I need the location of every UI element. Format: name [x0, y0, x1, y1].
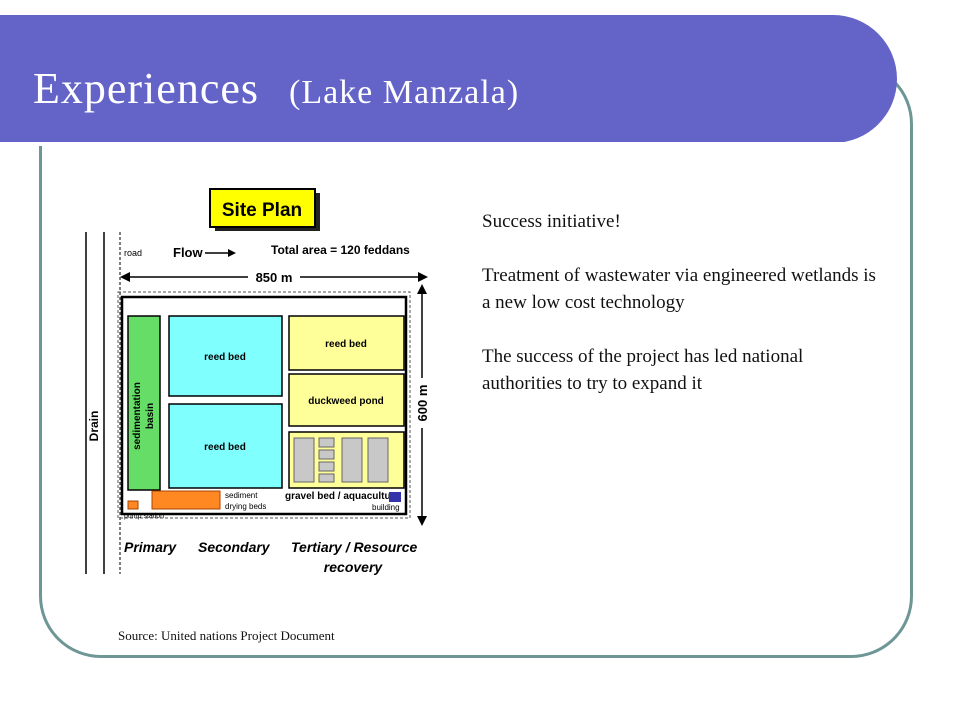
gravel-cell-2b — [318, 449, 335, 460]
reed-bed-top-label: reed bed — [204, 352, 246, 363]
pump-station-label: pump station — [124, 513, 164, 520]
sediment-label-1: sediment — [225, 491, 258, 500]
reed-bed-bottom-label: reed bed — [204, 442, 246, 453]
duckweed-pond — [288, 373, 405, 427]
gravel-cell-4 — [367, 437, 389, 483]
title-subtitle: (Lake Manzala) — [289, 74, 520, 111]
height-arrow-bottom — [417, 516, 427, 526]
duckweed-pond-label: duckweed pond — [308, 396, 384, 407]
paragraph-treatment: Treatment of wastewater via engineered w… — [482, 265, 876, 313]
paragraph-expansion: The success of the project has led natio… — [482, 346, 804, 394]
stage-primary: Primary — [124, 539, 177, 555]
pump-station-marker — [127, 500, 139, 510]
building-label: building — [372, 503, 400, 512]
gravel-cell-2a — [318, 437, 335, 448]
width-arrow-left — [120, 272, 130, 282]
gravel-bed-label: gravel bed / aquaculture — [285, 491, 400, 502]
sedimentation-label-1: sedimentation — [132, 382, 143, 450]
gravel-cell-2c — [318, 461, 335, 472]
reed-bed-tertiary-label: reed bed — [325, 339, 367, 350]
height-arrow-top — [417, 284, 427, 294]
site-plan-badge-label: Site Plan — [222, 200, 302, 221]
sedimentation-label-2: basin — [145, 403, 156, 429]
reed-bed-secondary-top — [168, 315, 283, 397]
slide-title: Experiences (Lake Manzala) — [33, 63, 519, 114]
site-plan-diagram: Site Plan Drain road Flow Total area = 1… — [80, 186, 442, 578]
road-label: road — [124, 248, 142, 258]
width-label-bg — [248, 268, 300, 285]
site-plan-badge — [209, 188, 316, 228]
source-note: Source: United nations Project Document — [118, 628, 335, 643]
reed-bed-secondary-bottom — [168, 403, 283, 489]
reed-bed-tertiary — [288, 315, 405, 371]
sediment-drying-beds — [151, 490, 221, 510]
flow-arrow-head — [228, 249, 236, 257]
title-bar: Experiences (Lake Manzala) — [0, 15, 897, 146]
total-area-label: Total area = 120 feddans — [271, 243, 410, 257]
building-marker — [389, 492, 401, 502]
stage-tertiary-2: recovery — [324, 559, 384, 575]
paragraph-success: Success initiative! — [482, 211, 621, 232]
stage-secondary: Secondary — [198, 539, 271, 555]
body-text: Success initiative! Treatment of wastewa… — [482, 208, 882, 424]
site-boundary-dashed — [117, 291, 411, 519]
gravel-cell-2d — [318, 473, 335, 483]
drain-label: Drain — [87, 411, 101, 442]
gravel-cell-1 — [293, 437, 315, 483]
stage-tertiary-1: Tertiary / Resource — [291, 539, 418, 555]
width-arrow-right — [418, 272, 428, 282]
gravel-cell-3 — [341, 437, 363, 483]
height-label: 600 m — [415, 385, 430, 422]
flow-label: Flow — [173, 245, 203, 260]
sediment-label-2: drying beds — [225, 502, 266, 511]
title-underline — [0, 142, 848, 146]
sedimentation-basin — [127, 315, 161, 491]
height-label-bg — [414, 378, 430, 428]
width-label: 850 m — [256, 270, 293, 285]
title-main: Experiences — [33, 64, 259, 113]
